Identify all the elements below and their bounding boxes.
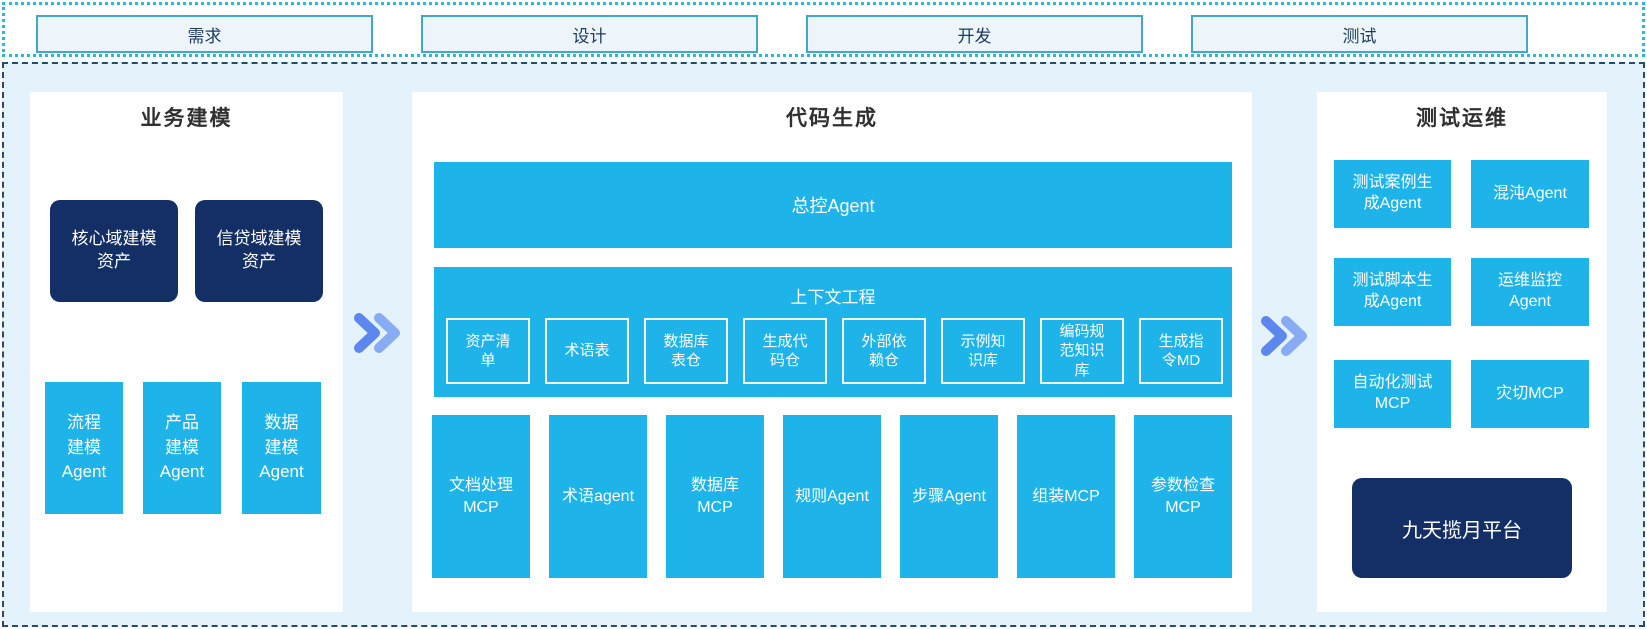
box-rule-agent: 规则Agent — [783, 415, 881, 578]
box-chaos-agent: 混沌Agent — [1471, 160, 1589, 228]
stage-strip: 需求 设计 开发 测试 — [2, 2, 1645, 57]
box-database-mcp: 数据库 MCP — [666, 415, 764, 578]
ctx-glossary: 术语表 — [545, 318, 629, 384]
box-test-case-gen-agent: 测试案例生 成Agent — [1334, 160, 1451, 228]
ctx-example-kb: 示例知 识库 — [941, 318, 1025, 384]
box-terminology-agent: 术语agent — [549, 415, 647, 578]
stage-design: 设计 — [421, 15, 758, 53]
ctx-generation-instruction-md: 生成指 令MD — [1139, 318, 1223, 384]
ctx-db-table-repo: 数据库 表仓 — [644, 318, 728, 384]
box-step-agent: 步骤Agent — [900, 415, 998, 578]
box-ops-monitoring-agent: 运维监控 Agent — [1471, 258, 1589, 326]
box-data-modeling-agent: 数据 建模 Agent — [242, 382, 321, 514]
ctx-coding-standards-kb: 编码规 范知识 库 — [1040, 318, 1124, 384]
box-core-domain-assets: 核心域建模 资产 — [50, 200, 178, 302]
box-param-check-mcp: 参数检查 MCP — [1134, 415, 1232, 578]
box-jiutian-lanyue-platform: 九天揽月平台 — [1352, 478, 1572, 578]
panel-title-codegen: 代码生成 — [786, 107, 878, 130]
bar-context-engineering: 上下文工程 资产清 单 术语表 数据库 表仓 生成代 码仓 外部依 赖仓 示例知… — [434, 267, 1232, 397]
box-product-modeling-agent: 产品 建模 Agent — [143, 382, 221, 514]
panel-title-testops: 测试运维 — [1416, 107, 1508, 130]
panel-title-business: 业务建模 — [140, 107, 233, 130]
stage-testing: 测试 — [1191, 15, 1528, 53]
ctx-asset-list: 资产清 单 — [446, 318, 530, 384]
context-engineering-title: 上下文工程 — [790, 288, 876, 307]
box-doc-processing-mcp: 文档处理 MCP — [432, 415, 530, 578]
panel-business-modeling: 业务建模 — [30, 92, 343, 612]
bar-master-agent: 总控Agent — [434, 162, 1232, 248]
box-test-script-gen-agent: 测试脚本生 成Agent — [1334, 258, 1451, 326]
stage-development: 开发 — [806, 15, 1143, 53]
box-credit-domain-assets: 信贷域建模 资产 — [195, 200, 323, 302]
box-automated-test-mcp: 自动化测试 MCP — [1334, 360, 1451, 428]
box-process-modeling-agent: 流程 建模 Agent — [45, 382, 123, 514]
stage-requirements: 需求 — [36, 15, 373, 53]
flow-arrow-icon — [1261, 316, 1307, 356]
box-disaster-switch-mcp: 灾切MCP — [1471, 360, 1589, 428]
ctx-external-deps-repo: 外部依 赖仓 — [842, 318, 926, 384]
box-assembly-mcp: 组装MCP — [1017, 415, 1115, 578]
flow-arrow-icon — [354, 313, 400, 353]
ctx-generated-code-repo: 生成代 码仓 — [743, 318, 827, 384]
